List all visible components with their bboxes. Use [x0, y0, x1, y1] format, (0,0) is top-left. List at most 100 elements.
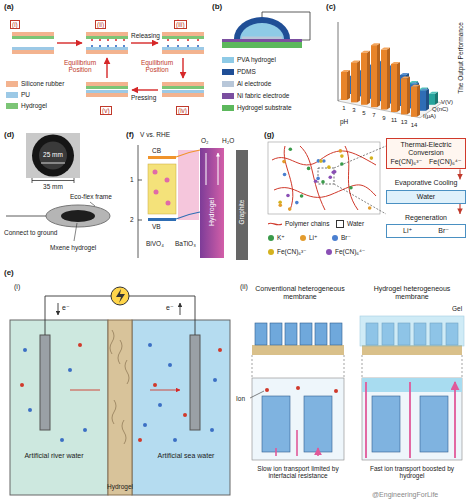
legend-text: Br⁻ — [341, 234, 351, 241]
polymer-network — [268, 142, 386, 214]
polymer-network — [316, 177, 320, 181]
teng-device-states — [91, 45, 199, 47]
salinity-cell — [111, 287, 129, 305]
polymer-network — [321, 180, 325, 184]
legend-text: Hydrogel — [21, 102, 47, 109]
device-photo — [6, 216, 46, 217]
teng-device-states — [106, 58, 107, 78]
teng-device-states — [115, 39, 117, 41]
salinity-cell — [110, 330, 129, 444]
box-text: Fe(CN)₆⁴⁻ — [427, 158, 463, 166]
polymer-network — [272, 151, 376, 165]
material-name: BiVO₄ — [146, 240, 164, 247]
polymer-network — [278, 147, 373, 210]
membrane-comparison — [330, 323, 342, 345]
teng-device-states — [86, 82, 128, 97]
legend-text: Al electrode — [237, 80, 271, 87]
legend-swatch — [326, 249, 332, 255]
band-diagram — [138, 180, 142, 220]
process-box: Thermal-Electric ConversionFe(CN)₆³⁻Fe(C… — [386, 138, 466, 169]
teng-device-states — [57, 42, 82, 43]
legend-item: PVA hydrogel — [222, 56, 276, 63]
compartment-name: Artificial river water — [14, 452, 94, 460]
legend-swatch — [222, 69, 234, 75]
legend-text: PVA hydrogel — [237, 56, 276, 63]
device-photo — [46, 205, 110, 227]
material-name: Hydrogel — [107, 483, 133, 490]
membrane-comparison — [285, 323, 297, 345]
band-diagram — [153, 170, 171, 206]
bar-chart-3d — [400, 73, 409, 75]
polymer-network — [340, 162, 344, 166]
electron-label: e⁻ — [166, 304, 174, 312]
polymer-network — [370, 156, 374, 160]
salinity-cell — [78, 343, 82, 347]
teng-device-states — [99, 39, 101, 41]
membrane-comparison — [304, 396, 332, 452]
axis-tick: 5 — [362, 110, 365, 117]
membrane-comparison — [252, 345, 344, 355]
teng-device-states — [91, 39, 93, 41]
process-label: Releasing — [131, 32, 160, 39]
band-diagram — [138, 145, 139, 258]
polymer-network — [268, 142, 380, 214]
part-name: Eco-flex frame — [70, 193, 112, 200]
bar-chart-3d — [391, 64, 397, 112]
box-frame: Water — [386, 190, 466, 204]
dimension: 35 mm — [43, 183, 63, 190]
teng-device-states — [177, 45, 179, 47]
polymer-network — [300, 194, 304, 198]
salinity-cell — [218, 348, 222, 352]
teng-device-states — [12, 32, 204, 97]
membrane-comparison — [276, 430, 318, 456]
teng-device-states — [197, 39, 199, 41]
membrane-comparison — [250, 316, 464, 460]
membrane-comparison — [315, 323, 327, 345]
panel-label: (c) — [326, 2, 336, 11]
teng-device-states — [182, 58, 183, 78]
bar-chart-3d — [351, 60, 360, 62]
salinity-cell — [23, 348, 27, 352]
membrane-comparison — [300, 323, 312, 345]
device-photo — [41, 163, 65, 164]
polymer-network — [368, 206, 372, 210]
panel-label: (g) — [264, 130, 274, 139]
hemisphere-device — [222, 12, 310, 48]
band-diagram — [200, 148, 224, 258]
teng-device-states — [131, 42, 158, 43]
flow-arrow — [459, 169, 460, 179]
hemisphere-device — [222, 42, 302, 48]
material-name: Graphite — [238, 200, 245, 225]
series-label: I(μA) — [423, 113, 436, 120]
bar-chart-3d — [420, 91, 426, 111]
bar-chart-3d — [371, 43, 380, 45]
axis-tick: 1 — [342, 105, 345, 112]
band-diagram — [153, 170, 158, 175]
device-photo — [74, 223, 77, 241]
teng-device-states — [12, 32, 54, 54]
teng-device-states — [57, 43, 183, 90]
legend-swatch — [268, 235, 274, 241]
membrane-comparison — [262, 396, 290, 452]
legend-item: Hydrogel — [6, 102, 47, 109]
legend-item: PDMS — [222, 68, 256, 75]
bar-chart-3d — [371, 45, 377, 107]
legend-item: K⁺ — [268, 234, 285, 241]
band-label: CB — [152, 147, 161, 154]
legend-text: Hydrogel substrate — [237, 104, 292, 111]
panel-title: Hydrogel heterogeneous membrane — [360, 285, 464, 301]
salinity-cell — [180, 303, 181, 315]
legend-item: Hydrogel substrate — [222, 104, 292, 111]
bar-chart-3d — [357, 60, 360, 102]
salinity-cell — [20, 343, 222, 442]
band-diagram — [176, 212, 200, 219]
band-diagram — [138, 145, 248, 260]
salinity-cell — [68, 368, 72, 372]
membrane-comparison — [334, 389, 338, 393]
band-diagram — [166, 201, 171, 206]
legend-item: Water — [336, 220, 364, 228]
membrane-comparison — [362, 378, 462, 460]
legend-text: Silicone rubber — [21, 80, 64, 87]
state-label: Equilibrium Position — [57, 59, 103, 74]
